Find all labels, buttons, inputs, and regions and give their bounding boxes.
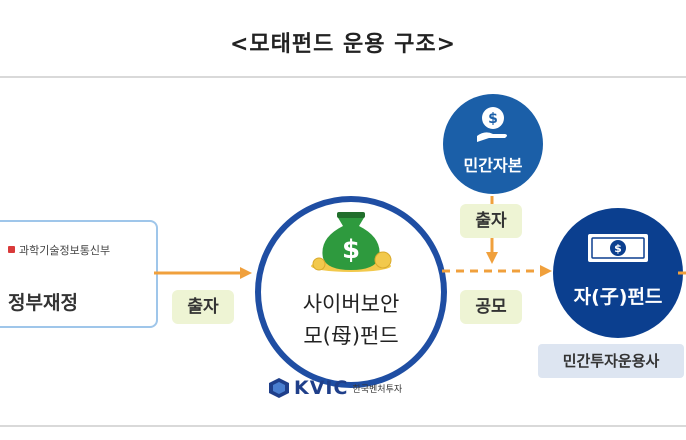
mother-fund-circle: $ 사이버보안 모(母)펀드 [255, 196, 447, 388]
diagram-title: <모태펀드 운용 구조> [229, 32, 457, 57]
top-divider [0, 76, 686, 78]
arrow-child-out [678, 271, 686, 275]
ministry-text: 과학기술정보통신부 [19, 244, 111, 257]
child-fund-circle: $ 자(子)펀드 [553, 208, 683, 338]
bottom-divider [0, 425, 686, 427]
ministry-label: 과학기술정보통신부 [8, 242, 110, 258]
public-offering-tag: 공모 [460, 290, 522, 324]
government-finance-label: 정부재정 [8, 292, 78, 314]
invest-tag-private: 출자 [460, 204, 522, 238]
svg-text:$: $ [342, 235, 360, 265]
svg-text:$: $ [488, 111, 498, 127]
banknote-icon: $ [588, 234, 648, 262]
kvic-org-name: 한국벤처투자 [352, 384, 403, 395]
private-capital-label: 민간자본 [463, 156, 523, 175]
kvic-logo: KVIC 한국벤처투자 [268, 376, 402, 400]
coin-hand-icon: $ [477, 107, 507, 142]
arrow-mother-to-child [442, 265, 552, 277]
mother-fund-line2: 모(母)펀드 [303, 324, 399, 348]
svg-text:$: $ [614, 242, 622, 255]
money-bag-icon: $ [311, 212, 392, 272]
invest-tag-gov: 출자 [172, 290, 234, 324]
private-investment-manager-label: 민간투자운용사 [538, 344, 684, 378]
child-fund-label: 자(子)펀드 [573, 286, 663, 308]
kvic-wordmark: KVIC [294, 377, 349, 399]
kvic-logo-icon [269, 378, 289, 398]
private-capital-circle: $ 민간자본 [443, 94, 543, 194]
mother-fund-line1: 사이버보안 [302, 292, 400, 316]
government-finance-box: 과학기술정보통신부 정부재정 [0, 220, 158, 328]
ministry-emblem-icon [8, 246, 15, 253]
arrow-gov-to-mother [154, 267, 252, 279]
